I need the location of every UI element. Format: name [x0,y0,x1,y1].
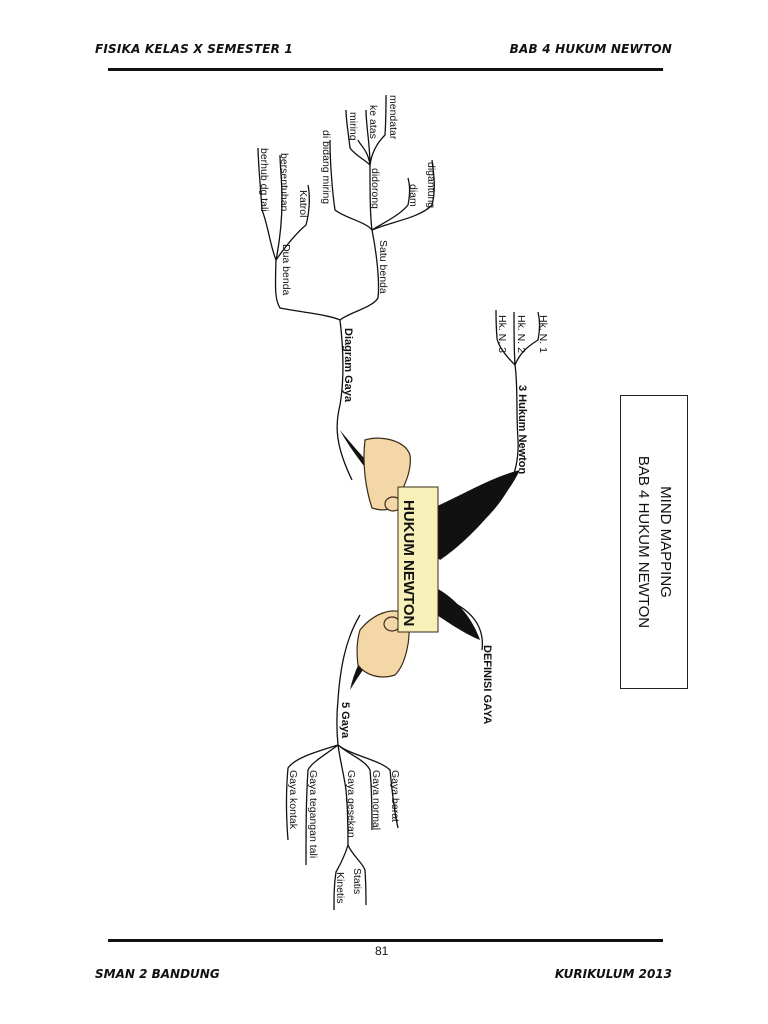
label-bersentuhan: bersentuhan [278,153,290,212]
footer-school: SMAN 2 BANDUNG [95,967,220,981]
label-definisi-gaya: DEFINISI GAYA [481,645,493,724]
label-kinetis: Kinetis [334,872,346,904]
label-5-gaya: 5 Gaya [339,702,351,739]
label-statis: Statis [351,868,363,894]
label-di-bidang-miring: di bidang miring [320,130,332,204]
label-gaya-gesekan: Gaya gesekan [345,770,357,838]
label-didorong: didorong [369,168,381,209]
label-hk-n3: Hk. N. 3 [496,315,508,353]
label-hk-n1: Hk. N. 1 [537,315,549,353]
label-hk-n2: Hk. N. 2 [515,315,527,353]
label-gaya-tegangan-tali: Gaya tegangan tali [307,770,319,858]
label-ke-atas: ke atas [367,105,379,139]
label-dua-benda: Dua benda [280,244,292,296]
label-3-hukum-newton: 3 Hukum Newton [516,385,528,475]
label-mendatar: mendatar [387,95,399,140]
label-gaya-normal: Gaya normal [370,770,382,830]
label-satu-benda: Satu benda [377,240,389,294]
label-berhub-dg-tali: berhub dg tali [258,148,270,212]
label-gaya-kontak: Gaya kontak [287,770,299,830]
label-katrol: Katrol [297,190,309,217]
label-diagram-gaya: Diagram Gaya [342,328,354,403]
page-number: 81 [375,944,388,958]
label-gaya-berat: Gaya berat [389,770,401,822]
footer-divider [108,939,663,942]
label-miring: miring [347,112,359,141]
footer-curriculum: KURIKULUM 2013 [555,967,672,981]
label-diam: diam [407,184,419,207]
center-topic: HUKUM NEWTON [400,500,417,626]
label-digantung: digantung [425,162,437,208]
